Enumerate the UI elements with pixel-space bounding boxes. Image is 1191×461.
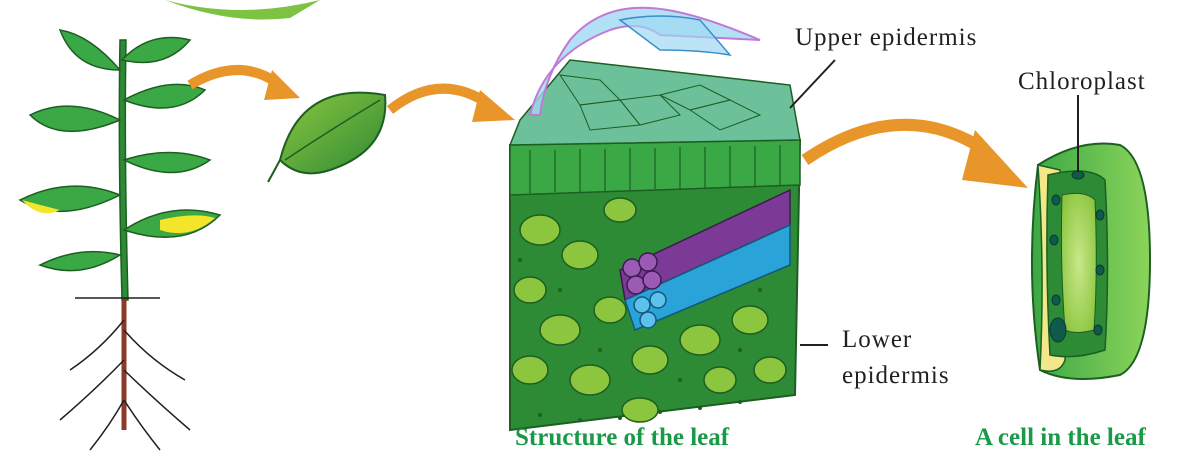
leaf-illustration [268, 93, 385, 182]
leaf-cross-section-illustration [510, 8, 835, 430]
upper-epidermis-label: Upper epidermis [795, 24, 977, 52]
top-leaf-fragment [165, 0, 320, 20]
arrow-section-to-cell [805, 125, 985, 160]
arrow-plant-to-leaf [190, 70, 280, 85]
plant-illustration [20, 30, 220, 450]
structure-of-leaf-caption: Structure of the leaf [515, 424, 729, 452]
chloroplast-label: Chloroplast [1018, 68, 1146, 96]
leaf-cell-illustration [1032, 95, 1150, 379]
lower-epidermis-label-line1: Lower [842, 326, 912, 354]
lower-epidermis-label-line2: epidermis [842, 362, 950, 390]
cell-in-leaf-caption: A cell in the leaf [975, 424, 1146, 452]
arrow-leaf-to-section [390, 89, 490, 110]
